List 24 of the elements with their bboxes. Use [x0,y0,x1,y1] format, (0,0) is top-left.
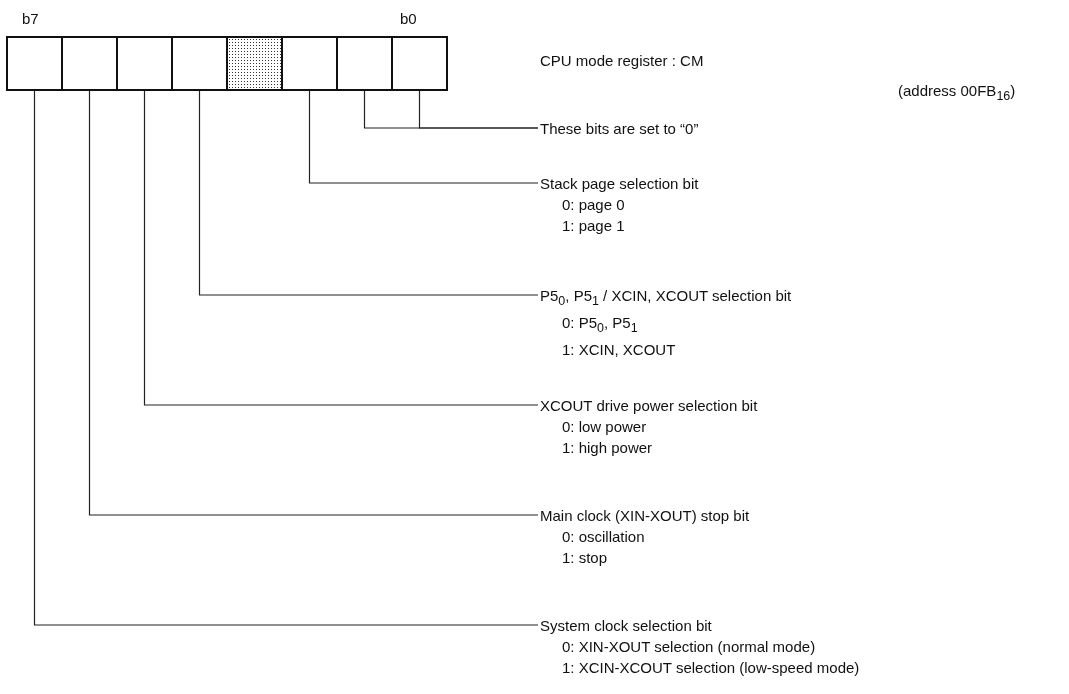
leader-line [143,90,539,406]
register-bit-cell [336,36,393,91]
reserved-bit-cell [226,36,283,91]
register-title: CPU mode register : CM [540,52,704,69]
register-bit-cell [116,36,173,91]
bit-description: System clock selection bit 0: XIN-XOUT selection (normal mode) 1: XCIN-XCOUT selection (low-speed mode) [540,615,860,678]
register-bit-cell [6,36,63,91]
register-bit-cell [391,36,448,91]
register-bit-cell [61,36,118,91]
bit-number: b7 [22,10,39,27]
bit-description: These bits are set to “0” [540,118,699,139]
register-bit-cell [281,36,338,91]
leader-line [308,90,539,184]
bit-description: Stack page selection bit 0: page 0 1: page 1 [540,173,699,236]
bit-description: Main clock (XIN-XOUT) stop bit 0: oscillation 1: stop [540,505,750,568]
leader-line [33,90,539,626]
leader-line [418,90,539,129]
leader-line [88,90,539,516]
bit-description: P5$_{0}$, P5$_{1}$ / XCIN, XCOUT selection bit 0: P5$_{0}$, P5$_{1}$ 1: XCIN, XCOUT [540,285,792,360]
bit-number: b0 [400,10,417,27]
address-note: (address 00FB$_{16}$) [898,82,1016,103]
register-bit-cell [171,36,228,91]
bit-description: XCOUT drive power selection bit 0: low power 1: high power [540,395,758,458]
leader-line [198,90,539,296]
